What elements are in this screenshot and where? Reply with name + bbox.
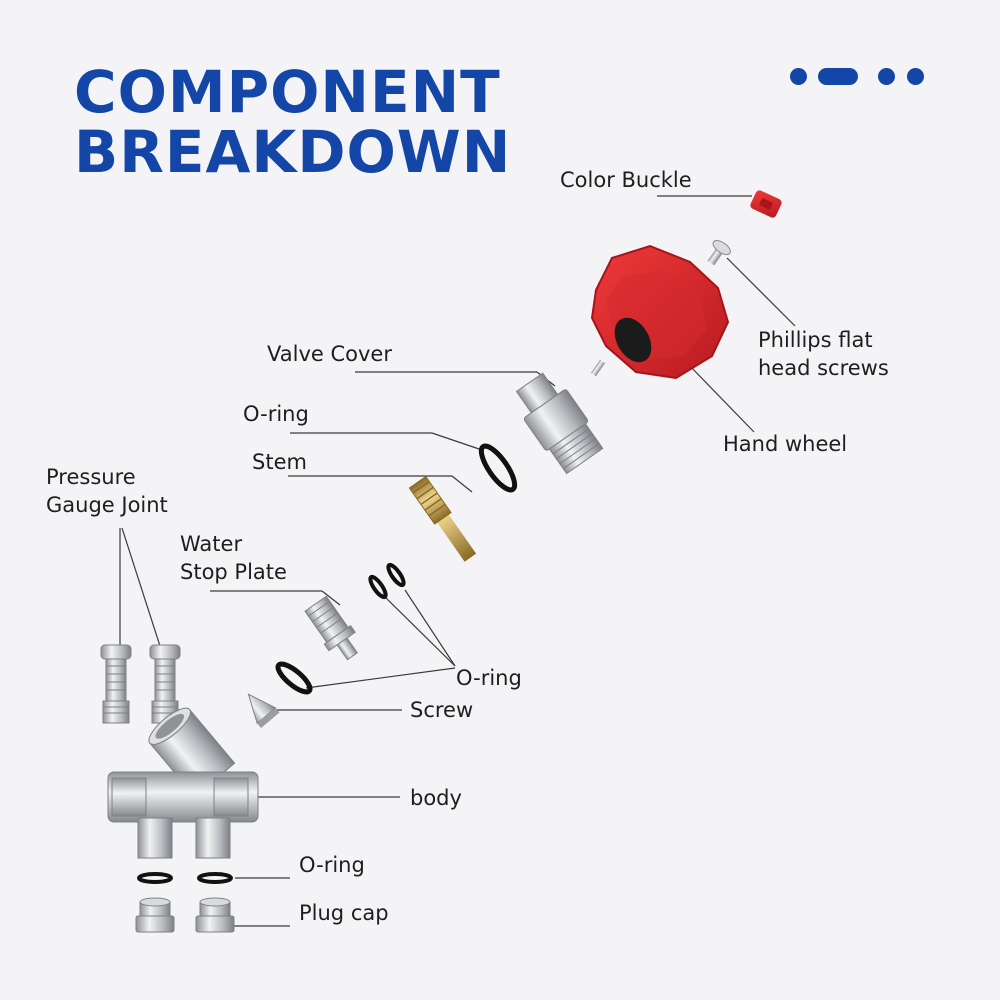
leader-oring-mid-c [305,667,456,689]
hand-wheel-part [590,244,730,380]
oring-middle-3-part [275,661,313,695]
title-line-2: BREAKDOWN [74,118,512,186]
leader-hand-wheel [687,363,755,433]
label-phillips-line-1: Phillips flat [758,328,873,352]
dot-icon [878,68,895,85]
water-stop-plate-part [304,595,358,661]
label-stem: Stem [252,450,307,474]
label-color-buckle: Color Buckle [560,168,692,192]
label-hand-wheel: Hand wheel [723,432,848,456]
oring-middle-1-part [386,562,406,588]
stem-part [408,475,477,562]
label-valve-cover: Valve Cover [267,342,392,366]
label-water-line-2: Stop Plate [180,560,287,584]
dot-icon [907,68,924,85]
oring-lower-left-part [137,872,173,884]
valve-body-part [107,707,259,859]
color-buckle-part [750,190,782,218]
leader-pressure-b [121,527,161,647]
plug-cap-right-part [195,897,235,933]
label-phillips-line-2: head screws [758,356,889,380]
title-line-1: COMPONENT [74,58,501,126]
label-screw: Screw [410,698,474,722]
oring-middle-2-part [368,574,388,600]
leader-stem-tip [451,475,473,493]
leader-oring-mid-a [404,589,456,667]
leader-oring-upper-tip [431,432,483,451]
oring-lower-right-part [197,872,233,884]
leader-oring-mid-b [381,593,456,667]
valve-cover-part [515,372,604,475]
screw-part [247,693,280,728]
label-oring-lower: O-ring [299,853,365,877]
label-plug-cap: Plug cap [299,901,389,925]
oring-upper-part [478,443,518,493]
page-title: COMPONENT BREAKDOWN [74,62,511,182]
pill-icon [818,68,858,85]
leader-water-stop-tip [321,590,341,606]
label-water-line-1: Water [180,532,243,556]
leader-phillips [726,257,796,327]
label-body: body [410,786,462,810]
small-set-screw-part [590,359,606,377]
phillips-screw-part [707,239,731,266]
plug-cap-left-part [135,897,175,933]
dot-icon [790,68,807,85]
label-pressure-line-1: Pressure [46,465,136,489]
label-pressure-line-2: Gauge Joint [46,493,168,517]
pressure-joint-left-part [100,644,132,724]
label-oring-upper: O-ring [243,402,309,426]
label-oring-middle: O-ring [456,666,522,690]
